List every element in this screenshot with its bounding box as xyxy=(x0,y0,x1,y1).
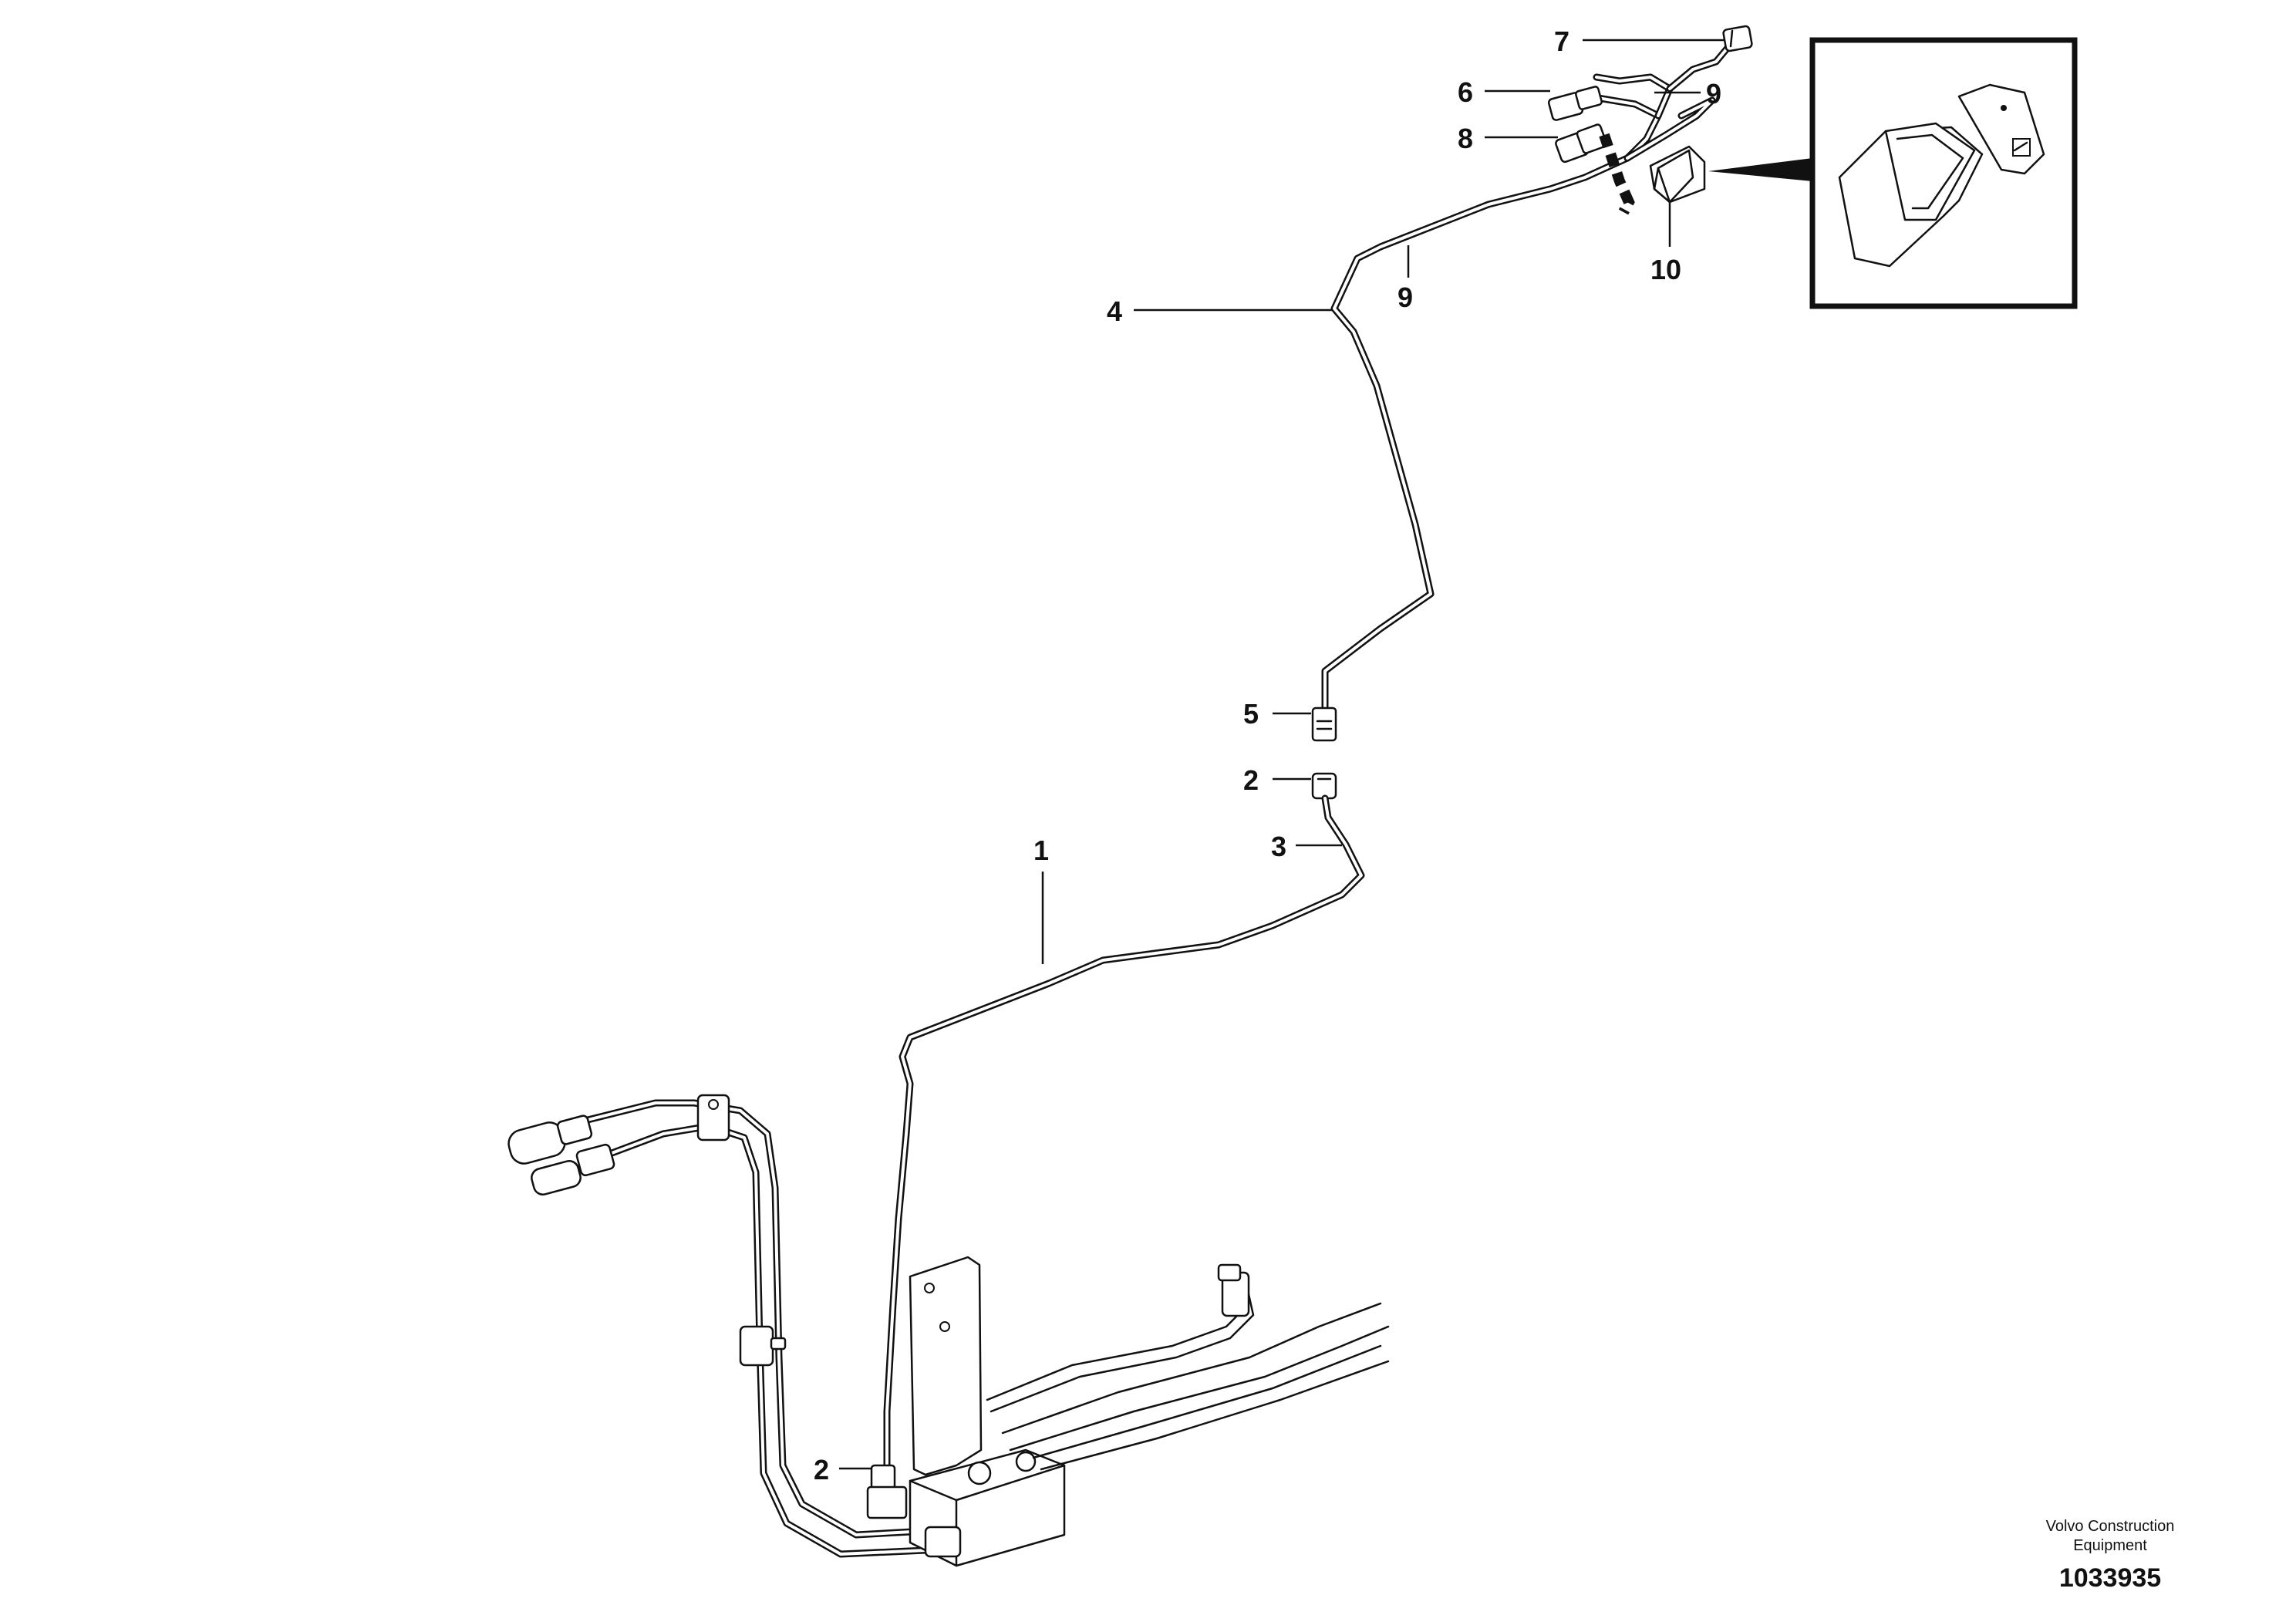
callout-5: 5 xyxy=(1243,698,1259,730)
connector-item-8 xyxy=(1555,123,1608,164)
callout-8: 8 xyxy=(1458,123,1473,154)
callout-7: 7 xyxy=(1554,25,1569,57)
pipe-clamp-lower xyxy=(739,1325,787,1367)
callout-2-lower: 2 xyxy=(814,1454,829,1485)
connector-item-2-lower xyxy=(866,1464,908,1519)
callout-9-upper: 9 xyxy=(1706,78,1721,110)
cylinder-upper xyxy=(507,1114,593,1165)
connector-item-2-upper xyxy=(1311,772,1337,800)
callout-3: 3 xyxy=(1271,831,1286,862)
callout-2-upper: 2 xyxy=(1243,764,1259,796)
brand-line-2: Equipment xyxy=(2073,1537,2147,1554)
cable-harness-lower xyxy=(879,794,1365,1485)
connector-item-6 xyxy=(1547,86,1603,121)
connector-item-7 xyxy=(1722,25,1753,52)
callout-1: 1 xyxy=(1033,835,1049,866)
pipe-clamp-upper xyxy=(696,1094,730,1141)
document-number: 1033935 xyxy=(2059,1563,2161,1593)
cylinder-lower xyxy=(531,1143,615,1195)
mounting-bracket xyxy=(909,1256,983,1476)
harness-branches xyxy=(1585,35,1739,162)
brand-line-1: Volvo Construction xyxy=(2046,1518,2175,1535)
callout-6: 6 xyxy=(1458,76,1473,108)
valve-block xyxy=(909,1448,1066,1567)
detail-pointer xyxy=(1708,158,1812,181)
dashed-link xyxy=(1599,133,1635,215)
detail-inset xyxy=(1809,37,2078,309)
callout-10: 10 xyxy=(1650,254,1681,285)
rocker-switch-item-10 xyxy=(1649,145,1706,204)
cable-harness-upper xyxy=(1321,154,1631,733)
callout-9-lower: 9 xyxy=(1397,282,1413,313)
connector-item-5 xyxy=(1311,706,1337,742)
callout-4: 4 xyxy=(1107,295,1122,327)
hoses-right xyxy=(986,1263,1390,1471)
